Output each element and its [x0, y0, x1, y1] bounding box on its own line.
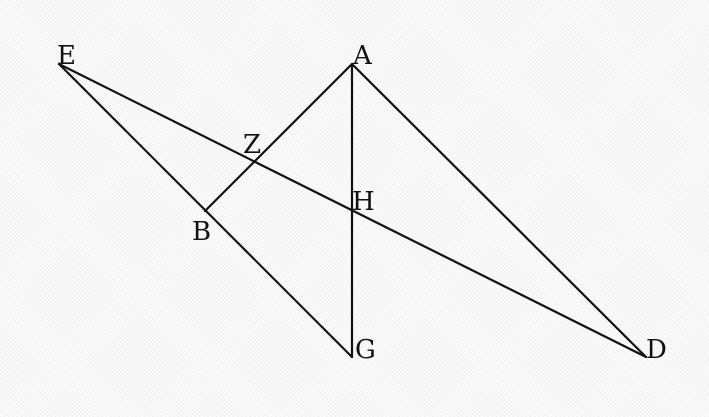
point-label-B: B	[192, 217, 211, 247]
point-label-G: G	[355, 335, 376, 365]
point-label-E: E	[57, 41, 76, 71]
segment-A-B	[203, 62, 354, 213]
segment-A-D	[350, 62, 648, 359]
point-label-H: H	[352, 187, 375, 217]
point-label-D: D	[646, 335, 667, 365]
point-label-A: A	[352, 41, 373, 71]
point-label-Z: Z	[243, 130, 261, 160]
